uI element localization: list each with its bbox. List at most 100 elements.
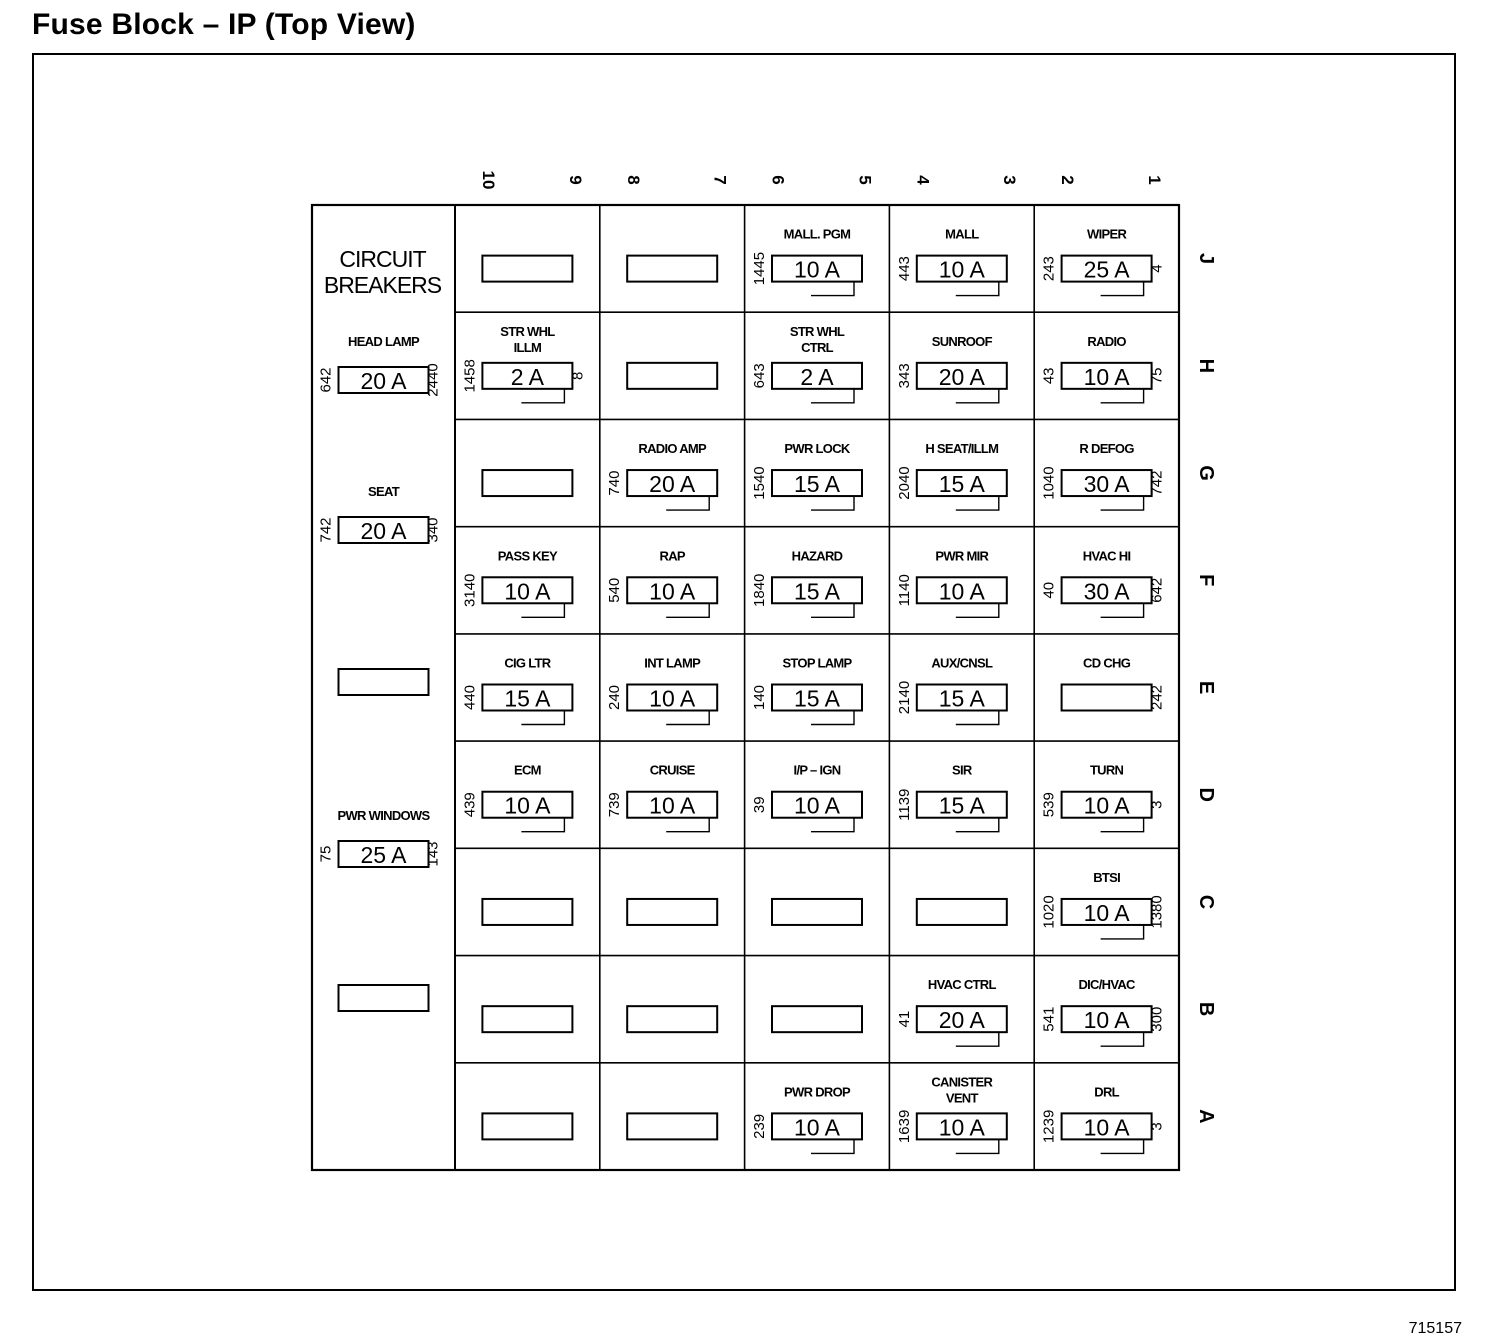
fuse-terminal-line [811,388,855,404]
fuse-box [626,1005,719,1034]
fuse-rating: 10 A [1084,793,1131,819]
fuse-terminal-line [1100,1139,1145,1155]
fuse-rating: 30 A [1084,578,1131,604]
fuse-circuit-number: 243 [1041,256,1058,281]
fuse-terminal-line [1100,388,1145,404]
fuse-box [626,576,719,605]
fuse-rating: 15 A [794,471,841,497]
fuse-rating: 10 A [649,578,696,604]
fuse-right-circuit-number: 75 [1149,367,1166,384]
fuse-circuit-number: 343 [896,363,913,388]
fuse-rating: 2 A [511,364,545,390]
fuse-circuit-number: 1840 [751,574,768,607]
fuse-box [915,897,1008,926]
fuse-rating: 10 A [649,793,696,819]
column-number: 9 [566,175,585,184]
fuse-label: PWR LOCK [784,441,850,456]
fuse-terminal-line [811,710,855,726]
fuse-terminal-line [1100,1032,1145,1047]
fuse-box [481,254,574,283]
row-letter: J [1195,253,1217,264]
fuse-terminal-line [955,603,1000,618]
circuit-breaker-left-circuit: 642 [318,367,335,392]
fuse-box [1060,469,1153,498]
fuse-rating: 25 A [1084,257,1131,283]
row-letter: H [1195,359,1217,373]
fuse-label: TURN [1090,763,1124,778]
fuse-box [481,361,574,390]
fuse-box [771,683,863,712]
fuse-terminal-line [521,388,566,404]
fuse-box [915,361,1008,390]
fuse-label: HVAC HI [1083,548,1131,563]
fuse-circuit-number: 439 [461,792,478,817]
fuse-terminal-line [955,388,1000,404]
fuse-label: BTSI [1093,870,1120,885]
fuse-rating: 20 A [939,364,986,390]
row-letter: F [1195,574,1217,586]
fuse-rating: 20 A [939,1007,986,1033]
fuse-box [626,361,719,390]
fuse-terminal-line [666,817,710,833]
fuse-label: STR WHL [790,324,845,339]
fuse-box [626,897,719,926]
fuse-terminal-line [1100,603,1145,618]
fuse-box [626,254,719,283]
fuse-label: STR WHL [500,324,555,339]
fuse-terminal-line [521,710,566,726]
fuse-box [771,361,863,390]
fuse-box [915,469,1008,498]
fuse-box [771,469,863,498]
fuse-terminal-line [955,281,1000,297]
fuse-circuit-number: 41 [896,1011,913,1028]
circuit-breaker-right-circuit: 2440 [425,363,442,396]
fuse-right-circuit-number: 242 [1149,685,1166,710]
fuse-label: RADIO [1087,334,1126,349]
fuse-box [771,254,863,283]
fuse-rating: 10 A [939,578,986,604]
fuse-terminal-line [666,710,710,726]
fuse-rating: 20 A [649,471,696,497]
fuse-circuit-number: 1140 [896,574,913,606]
circuit-breaker-label: HEAD LAMP [348,334,420,349]
fuse-circuit-number: 239 [751,1114,768,1139]
fuse-rating: 10 A [504,578,551,604]
fuse-box [481,576,574,605]
column-number: 6 [769,175,788,184]
circuit-breaker-rating: 25 A [360,842,407,868]
fuse-circuit-number: 443 [896,256,913,281]
column-number: 5 [855,175,874,184]
fuse-rating: 10 A [794,1114,841,1140]
fuse-box [915,254,1008,283]
fuse-rating: 10 A [1084,1114,1131,1140]
fuse-circuit-number: 1445 [751,252,768,285]
fuse-box [626,790,719,819]
fuse-label: I/P – IGN [794,763,841,778]
fuse-right-circuit-number: 1380 [1149,895,1166,928]
fuse-label: SIR [952,763,973,778]
fuse-rating: 15 A [794,578,841,604]
fuse-label: VENT [946,1090,979,1105]
fuse-label: AUX/CNSL [931,656,993,671]
fuse-label: INT LAMP [644,656,701,671]
fuse-terminal-line [521,603,566,618]
row-letter: D [1195,787,1217,801]
fuse-terminal-line [666,603,710,618]
fuse-rating: 2 A [800,364,834,390]
fuse-label: MALL. PGM [784,227,851,242]
fuse-circuit-number: 539 [1041,792,1058,817]
column-number: 2 [1058,175,1077,184]
fuse-box [481,1112,574,1141]
fuse-label: MALL [945,227,979,242]
fuse-terminal-line [1100,924,1145,940]
fuse-label: DRL [1094,1084,1119,1099]
fuse-box [626,469,719,498]
fuse-circuit-number: 1139 [896,789,913,821]
fuse-circuit-number: 1639 [896,1110,913,1143]
fuse-label: HAZARD [792,548,843,563]
fuse-circuit-number: 643 [751,363,768,388]
fuse-terminal-line [955,1032,1000,1047]
fuse-circuit-number: 1458 [461,359,478,392]
fuse-circuit-number: 43 [1041,367,1058,384]
